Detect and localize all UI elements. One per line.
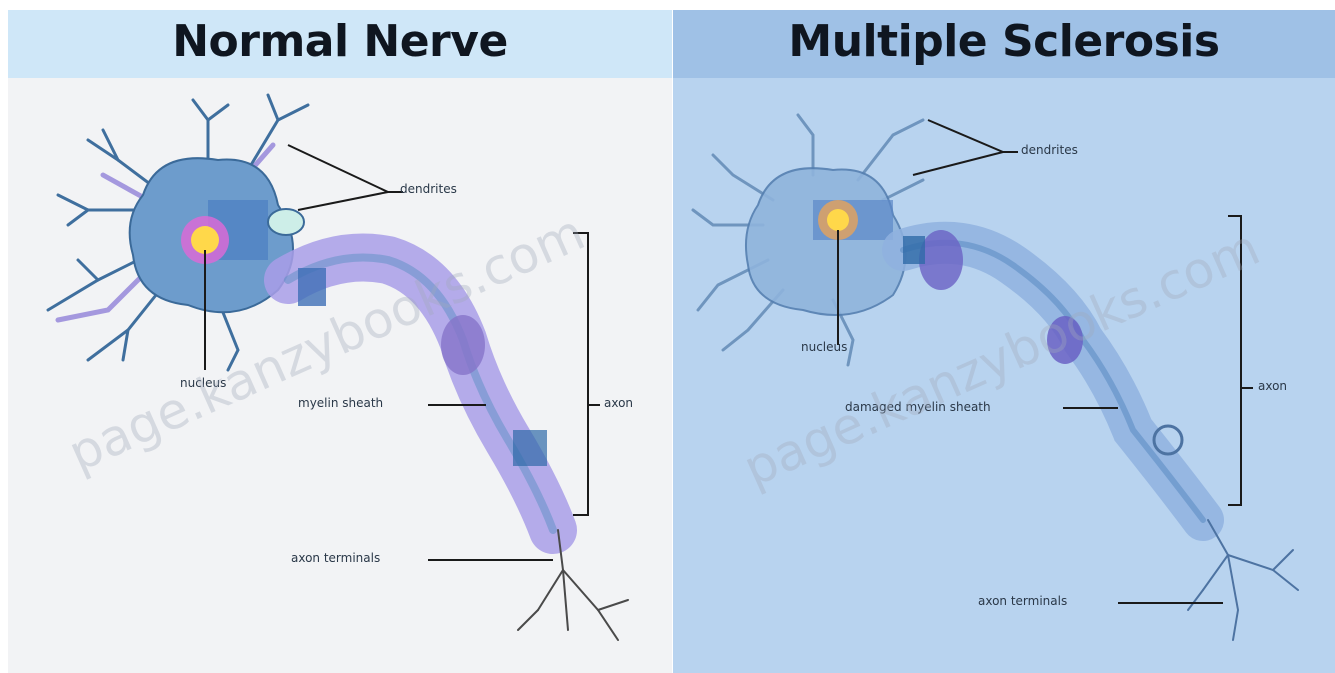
normal-axon-terminals-label: axon terminals: [291, 551, 380, 565]
ms-axon-terminals-label: axon terminals: [978, 594, 1067, 608]
ms-dendrites-label: dendrites: [1021, 143, 1078, 157]
ms-axon-label: axon: [1258, 379, 1287, 393]
ms-cell-body: [746, 168, 906, 315]
ms-panel: Multiple Sclerosis: [673, 10, 1335, 673]
ms-damaged-myelin-sheath-label: damaged myelin sheath: [845, 400, 991, 414]
ms-nucleus: [827, 209, 849, 231]
normal-nucleus: [191, 226, 219, 254]
normal-dendrites-label: dendrites: [400, 182, 457, 196]
normal-axon-terminals: [518, 530, 628, 640]
ms-neuron-illustration: [673, 10, 1335, 673]
normal-myelin-sheath-label: myelin sheath: [298, 396, 383, 410]
normal-nerve-panel: Normal Nerve: [8, 10, 672, 673]
normal-myelin-sheath: [288, 258, 553, 531]
normal-neuron-illustration: [8, 10, 672, 673]
ms-nucleus-label: nucleus: [801, 340, 847, 354]
normal-axon-label: axon: [604, 396, 633, 410]
normal-nucleus-label: nucleus: [180, 376, 226, 390]
